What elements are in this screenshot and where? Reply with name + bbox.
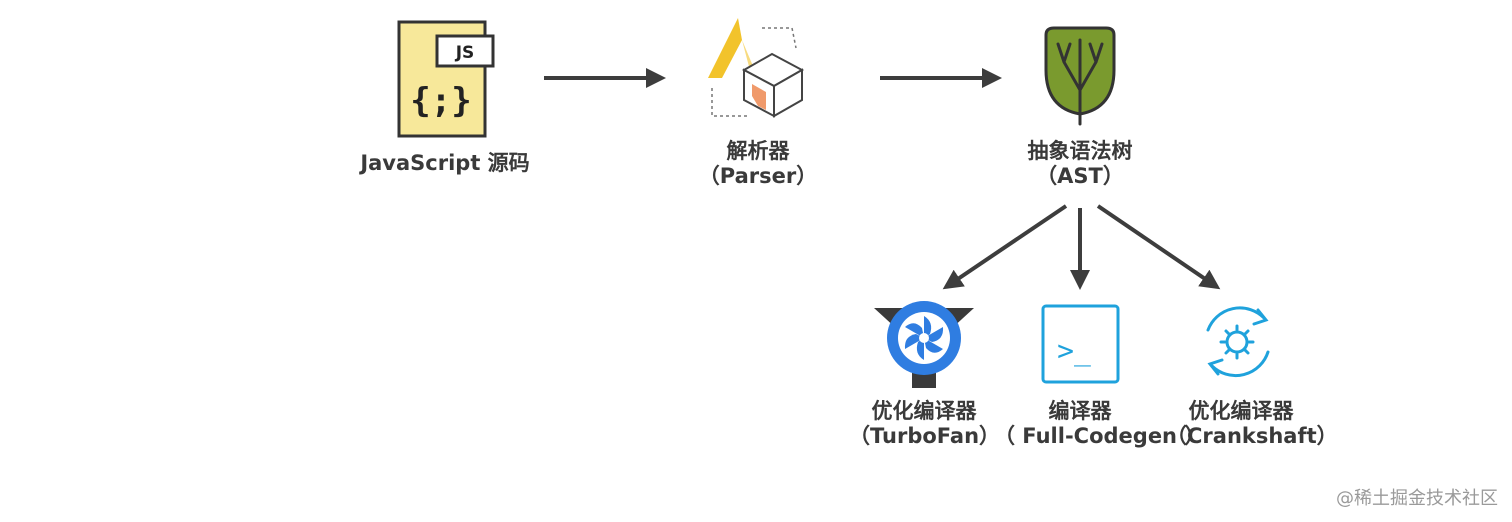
tree-icon — [1044, 26, 1116, 126]
parser-label: 解析器 （Parser） — [668, 139, 848, 189]
braces-glyph: {;} — [410, 81, 471, 121]
turbofan-label-line1: 优化编译器 — [871, 399, 977, 423]
arrow-ast-to-crankshaft — [1096, 204, 1221, 290]
ast-label-line1: 抽象语法树 — [1027, 139, 1133, 163]
terminal-prompt: >_ — [1057, 334, 1091, 368]
source-label: JavaScript 源码 — [345, 151, 545, 176]
parser-label-line2: （Parser） — [698, 164, 818, 188]
parser-icon — [708, 18, 805, 118]
gear-cycle-icon — [1206, 306, 1270, 378]
fullcodegen-label-line1: 编译器 — [1048, 399, 1112, 423]
js-label: JS — [455, 43, 475, 63]
turbofan-icon — [874, 301, 974, 388]
crankshaft-label-line1: 优化编译器 — [1188, 399, 1294, 423]
ast-label-line2: （AST） — [1036, 164, 1124, 188]
fullcodegen-label: 编译器 （ Full-Codegen ） — [994, 399, 1206, 449]
turbofan-label-line2: （TurboFan） — [849, 424, 1001, 448]
source-label-line1: JavaScript 源码 — [360, 151, 530, 175]
watermark: @稀土掘金技术社区 — [1336, 488, 1498, 509]
ast-label: 抽象语法树 （AST） — [990, 139, 1170, 189]
turbofan-label: 优化编译器 （TurboFan） — [849, 399, 1001, 449]
arrow-ast-to-turbofan — [942, 204, 1068, 290]
terminal-icon: >_ — [1041, 304, 1120, 384]
fullcodegen-label-line2: （ Full-Codegen ） — [994, 424, 1206, 448]
js-file-icon: JS {;} — [397, 20, 495, 138]
crankshaft-label-line2: （Crankshaft） — [1166, 424, 1338, 448]
parser-label-line1: 解析器 — [726, 139, 790, 163]
crankshaft-label: 优化编译器 （Crankshaft） — [1166, 399, 1338, 449]
